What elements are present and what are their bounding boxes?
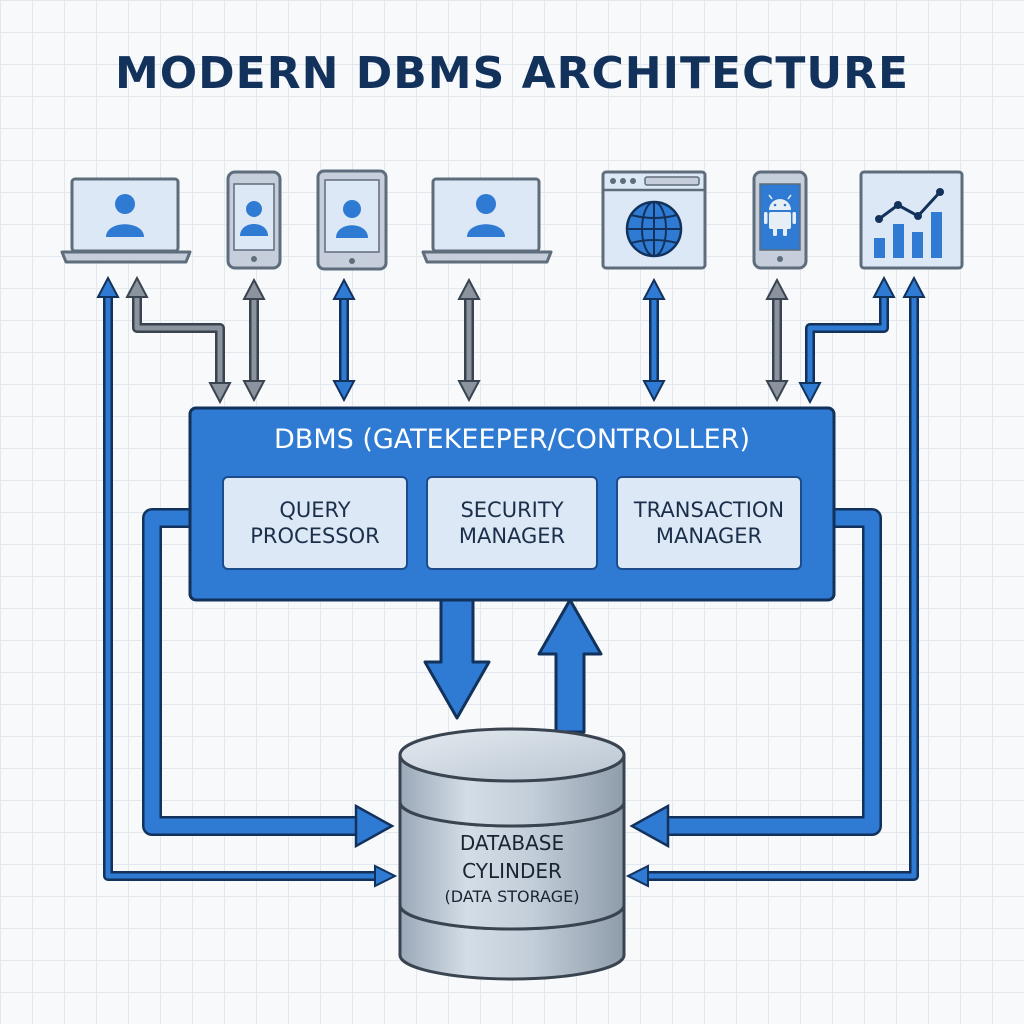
module-label-line1: TRANSACTION	[633, 498, 785, 522]
tablet-client	[316, 169, 388, 271]
bidirectional-arrow	[642, 277, 666, 403]
security-manager-module: SECURITY MANAGER	[426, 476, 598, 570]
module-label-line1: SECURITY	[460, 498, 564, 522]
right-inner-flow-arrow	[629, 508, 882, 849]
database-cylinder	[398, 727, 626, 981]
bidirectional-arrow	[332, 277, 356, 403]
module-label-line2: MANAGER	[458, 524, 566, 548]
user-icon	[336, 200, 368, 238]
transaction-manager-module: TRANSACTION MANAGER	[616, 476, 802, 570]
user-icon	[240, 201, 268, 236]
module-label-line2: MANAGER	[655, 524, 763, 548]
laptop-client-1	[60, 177, 192, 264]
analytics-dashboard-client	[859, 170, 964, 270]
read-up-arrow	[537, 598, 603, 734]
globe-icon	[625, 200, 683, 258]
module-label-line1: QUERY	[279, 498, 351, 522]
client-dbms-arrows	[125, 275, 896, 405]
laptop-client-2	[421, 177, 553, 264]
bidirectional-arrow	[457, 277, 481, 403]
android-icon	[764, 194, 796, 236]
bidirectional-arrow	[242, 277, 266, 403]
right-outer-flow-arrow	[625, 275, 926, 888]
database-label-line2: CYLINDER	[462, 859, 562, 883]
diagram-title: MODERN DBMS ARCHITECTURE	[114, 48, 910, 99]
write-down-arrow	[423, 598, 491, 720]
database-label-line3: (DATA STORAGE)	[444, 887, 580, 906]
bidirectional-arrow	[125, 275, 232, 405]
phone-client-1	[226, 170, 282, 270]
android-phone-client	[752, 170, 808, 270]
left-inner-flow-arrow	[142, 508, 395, 849]
dbms-title: DBMS (GATEKEEPER/CONTROLLER)	[274, 424, 750, 455]
user-icon	[106, 194, 144, 237]
bidirectional-arrow	[765, 277, 789, 403]
left-outer-flow-arrow	[96, 275, 398, 888]
web-browser-client	[601, 170, 707, 270]
module-label-line2: PROCESSOR	[250, 524, 380, 548]
query-processor-module: QUERY PROCESSOR	[222, 476, 408, 570]
user-icon	[467, 194, 505, 237]
database-label-line1: DATABASE	[459, 831, 565, 855]
chart-icon	[874, 188, 944, 258]
bidirectional-arrow	[798, 275, 896, 405]
